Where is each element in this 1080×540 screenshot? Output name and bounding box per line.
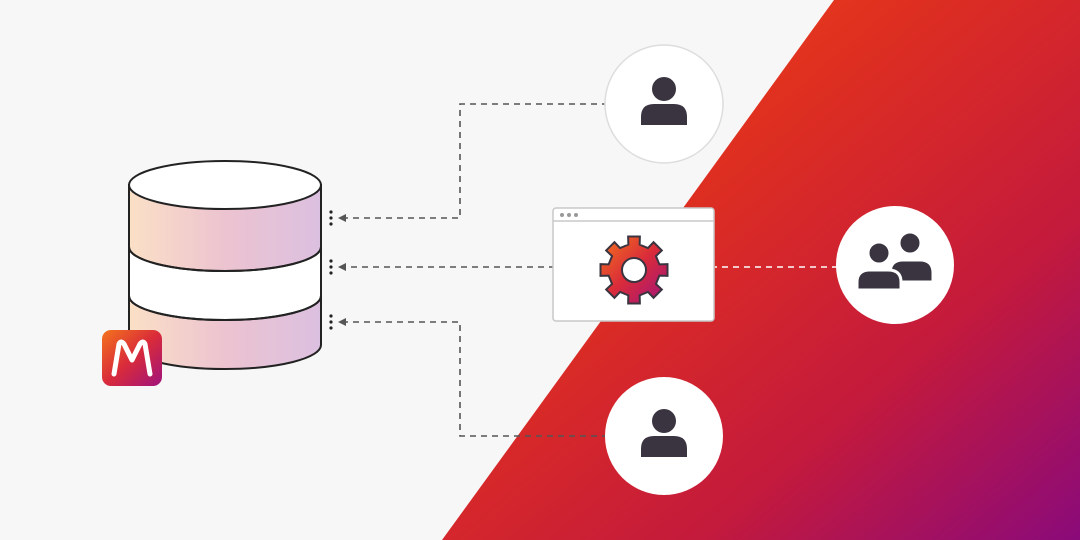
gradient-background bbox=[442, 0, 1080, 540]
arrowhead-middle bbox=[338, 263, 346, 271]
database-icon bbox=[128, 160, 322, 370]
database-divider-1 bbox=[128, 246, 322, 272]
database-divider-2 bbox=[128, 295, 322, 321]
arrowhead-bottom bbox=[338, 318, 346, 326]
connector-top-user bbox=[340, 103, 608, 219]
user-icon bbox=[641, 77, 687, 125]
m-logo-icon bbox=[102, 330, 162, 386]
users-group-icon bbox=[855, 230, 935, 292]
arrowhead-top bbox=[338, 214, 346, 222]
connectors bbox=[340, 103, 838, 437]
connector-arrowheads bbox=[338, 214, 346, 326]
user-icon bbox=[641, 409, 687, 457]
user-circle-bottom bbox=[605, 377, 723, 495]
gear-shape bbox=[599, 235, 669, 305]
group-circle bbox=[836, 206, 954, 324]
database-lid bbox=[128, 160, 322, 210]
gear-icon bbox=[599, 235, 669, 305]
user-circle-top bbox=[604, 44, 724, 164]
connector-bottom-user bbox=[340, 321, 608, 437]
database-ports bbox=[329, 210, 333, 330]
settings-window-icon bbox=[552, 207, 715, 322]
